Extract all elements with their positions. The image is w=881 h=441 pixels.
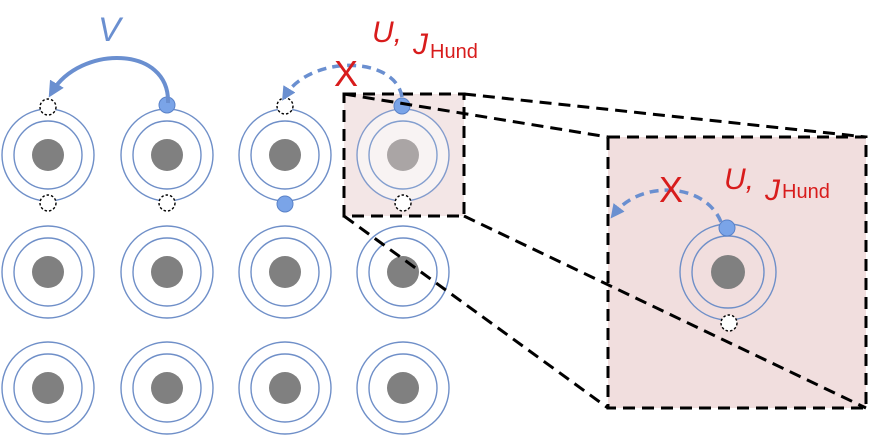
inner-orbit — [13, 120, 83, 190]
outer-orbit — [120, 225, 214, 319]
zoomed-forbidden-hop-arrow — [610, 188, 723, 223]
nucleus — [269, 139, 301, 171]
label-j-main: J — [412, 28, 429, 61]
outer-orbit — [120, 341, 214, 435]
label-j-sub-main: Hund — [430, 41, 478, 63]
nucleus — [387, 256, 419, 288]
inner-orbit — [250, 353, 320, 423]
electron-marker — [393, 97, 411, 115]
atom-site — [1, 341, 95, 435]
nucleus — [269, 256, 301, 288]
forbidden-hop-arrow — [282, 63, 404, 101]
nucleus — [151, 372, 183, 404]
outer-orbit — [238, 225, 332, 319]
nucleus — [151, 139, 183, 171]
atom-site — [238, 108, 332, 202]
inner-orbit — [368, 353, 438, 423]
nucleus — [151, 256, 183, 288]
outer-orbit — [1, 341, 95, 435]
hole-marker — [158, 194, 176, 212]
inner-orbit — [13, 237, 83, 307]
atom-site — [356, 225, 450, 319]
inner-orbit — [250, 120, 320, 190]
atom-site — [1, 108, 95, 202]
outer-orbit — [238, 341, 332, 435]
label-j-sub-zoom: Hund — [782, 181, 830, 203]
atom-site — [120, 225, 214, 319]
zoomed-hole — [720, 314, 738, 332]
hole-marker — [276, 97, 294, 115]
inner-orbit — [250, 237, 320, 307]
inner-orbit — [132, 120, 202, 190]
atom-site — [238, 225, 332, 319]
forbidden-x-main: X — [334, 53, 358, 94]
atom-site — [356, 108, 450, 202]
zoomed-atom — [679, 219, 777, 332]
atom-site — [120, 341, 214, 435]
inner-orbit — [132, 353, 202, 423]
label-v: V — [98, 11, 124, 49]
nucleus — [387, 139, 419, 171]
atom-site — [238, 341, 332, 435]
atom-site — [120, 108, 214, 202]
hole-marker — [39, 98, 57, 116]
hole-marker — [394, 194, 412, 212]
atom-site — [356, 341, 450, 435]
zoomed-electron — [718, 219, 736, 237]
zoom-connectors — [342, 92, 868, 410]
inner-orbit — [368, 237, 438, 307]
nucleus — [32, 256, 64, 288]
hole-marker — [39, 194, 57, 212]
inner-orbit — [132, 237, 202, 307]
label-u-main: U, — [372, 16, 402, 49]
nucleus — [387, 372, 419, 404]
outer-orbit — [356, 341, 450, 435]
label-u-zoom: U, — [724, 163, 754, 196]
forbidden-x-zoom: X — [659, 169, 683, 210]
atom-lattice — [1, 96, 450, 435]
nucleus — [32, 372, 64, 404]
atom-site — [1, 225, 95, 319]
label-j-zoom: J — [764, 174, 781, 207]
hopping-arrow-v — [48, 56, 171, 104]
electron-marker — [276, 195, 294, 213]
outer-orbit — [356, 225, 450, 319]
nucleus — [32, 139, 64, 171]
outer-orbit — [1, 225, 95, 319]
inner-orbit — [13, 353, 83, 423]
inner-orbit — [368, 120, 438, 190]
nucleus — [269, 372, 301, 404]
